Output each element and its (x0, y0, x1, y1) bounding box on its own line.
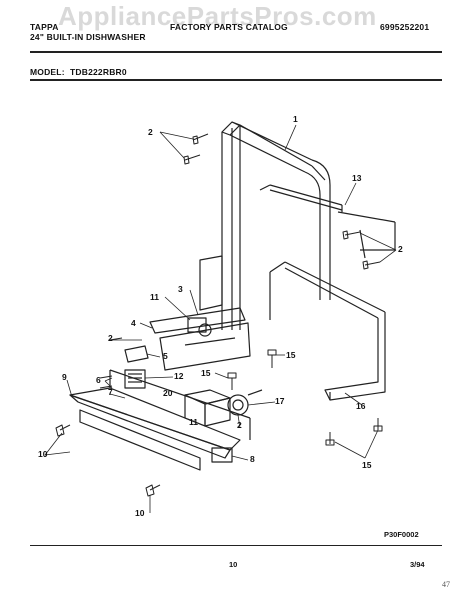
callout-5: 5 (163, 351, 168, 361)
callout-7: 7 (108, 387, 113, 397)
base-frame (269, 261, 386, 401)
callout-8: 8 (250, 454, 255, 464)
box-component (184, 389, 231, 427)
callout-2-mid: 2 (108, 333, 113, 343)
callout-15-left: 15 (201, 368, 211, 378)
switch-5 (124, 345, 149, 363)
callout-11-bottom: 11 (189, 417, 198, 427)
screws (55, 133, 383, 497)
relay-12 (124, 369, 146, 389)
callout-15-mid: 15 (286, 350, 296, 360)
page-number: 10 (229, 560, 238, 569)
callout-2-right: 2 (398, 244, 403, 254)
bracket-13 (259, 184, 343, 212)
leveling-bar (79, 409, 233, 471)
model-line: 24" BUILT-IN DISHWASHER (30, 32, 146, 42)
brand-text: TAPPA (30, 22, 59, 32)
callout-4: 4 (131, 318, 136, 328)
callout-13: 13 (352, 173, 362, 183)
callout-9: 9 (62, 372, 67, 382)
model-rule (30, 79, 442, 81)
callout-16: 16 (356, 401, 366, 411)
model-value: TDB222RBR0 (70, 67, 127, 77)
callout-15-right: 15 (362, 460, 372, 470)
callout-10-bottom: 10 (135, 508, 145, 518)
frame-right-upright (304, 159, 331, 300)
callout-2-top: 2 (148, 127, 153, 137)
watermark: AppliancePartsPros.com (58, 1, 377, 31)
callout-20: 20 (163, 388, 173, 398)
corner-mark: 47 (442, 580, 450, 589)
footer-rule (30, 545, 442, 547)
callout-12: 12 (174, 371, 184, 381)
callout-1: 1 (293, 114, 298, 124)
model-label: MODEL: (30, 67, 65, 77)
control-panel-bracket (149, 255, 251, 371)
side-rail (337, 211, 396, 259)
callout-3: 3 (178, 284, 183, 294)
callout-6: 6 (96, 375, 101, 385)
date-code: 3/94 (410, 560, 425, 569)
callout-2-bottom: 2 (237, 420, 242, 430)
callout-11-top: 11 (150, 292, 159, 302)
figure-code: P30F0002 (384, 530, 419, 539)
callout-17: 17 (275, 396, 285, 406)
header-rule (30, 51, 442, 53)
part-number: 6995252201 (380, 22, 430, 32)
catalog-title: FACTORY PARTS CATALOG (170, 22, 288, 32)
leader-lines (44, 124, 397, 513)
callout-10-left: 10 (38, 449, 48, 459)
bracket-17 (227, 389, 263, 416)
frame-left-upright (221, 121, 241, 330)
frame-top-crossbar (229, 121, 313, 173)
